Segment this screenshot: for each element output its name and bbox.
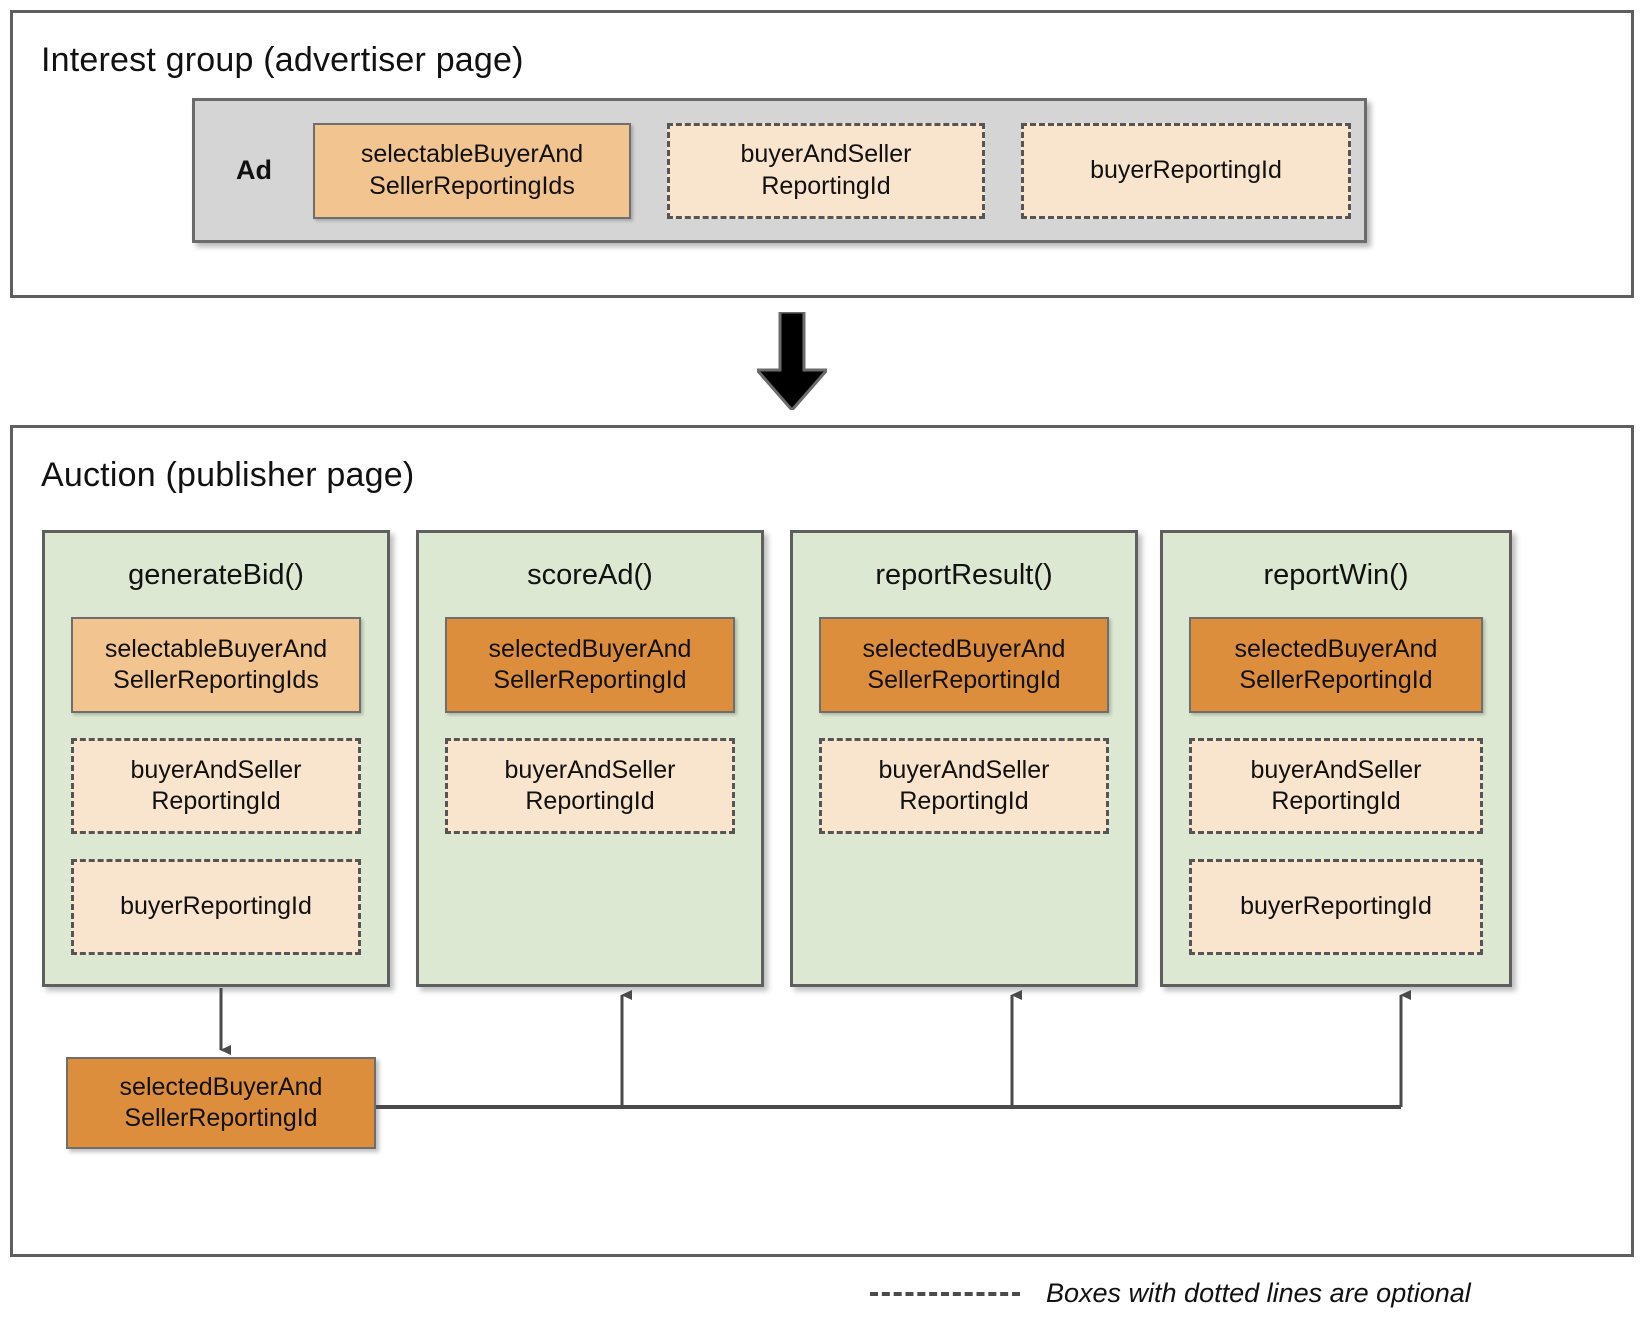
legend: Boxes with dotted lines are optional [870,1278,1610,1309]
auction-title: Auction (publisher page) [41,456,415,494]
function-title-scoread: scoreAd() [527,559,653,591]
function-title-reportresult: reportResult() [875,559,1053,591]
ad-label: Ad [236,155,272,185]
flow-down-arrow-icon [757,312,827,410]
function-title-reportwin: reportWin() [1263,559,1409,591]
ad-box-buyer-reporting-id: buyerReportingId [1021,122,1351,219]
legend-dashed-line-swatch [870,1291,1020,1296]
interest-group-title: Interest group (advertiser page) [41,41,524,79]
reportwin-box-buyer-reporting-id: buyerReportingId [1189,859,1483,955]
function-title-generatebid: generateBid() [128,559,304,591]
generatebid-box-buyer-reporting-id: buyerReportingId [71,859,361,955]
legend-text: Boxes with dotted lines are optional [1046,1278,1471,1308]
